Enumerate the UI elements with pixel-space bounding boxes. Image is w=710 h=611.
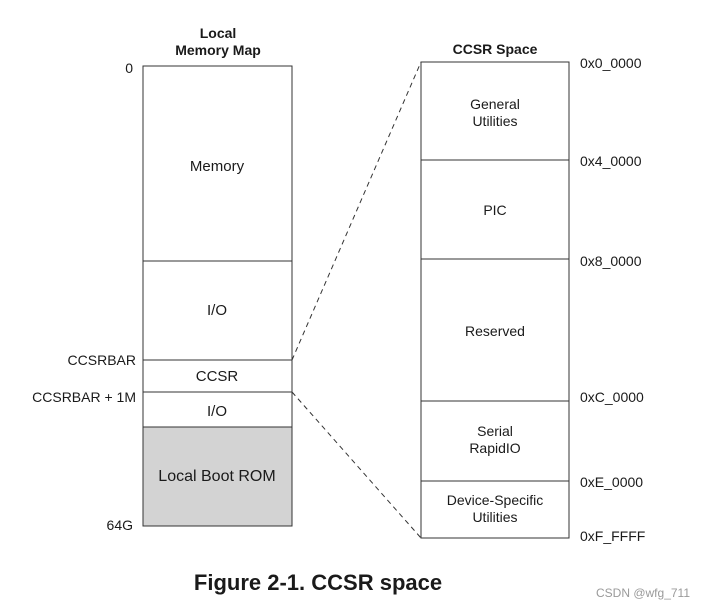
local-label-memory: Memory	[189, 158, 245, 175]
ccsr-label-device-utilities: Utilities	[472, 509, 518, 525]
local-block-io-upper	[142, 260, 293, 361]
ccsr-offset-0xc-0000: 0xC_0000	[580, 389, 644, 405]
ccsr-offset-0xe-0000: 0xE_0000	[580, 474, 644, 490]
ccsr-label-general: General	[470, 96, 520, 112]
local-block-boot-rom	[142, 426, 293, 527]
local-block-memory	[142, 65, 293, 262]
ccsr-label-rapidio: RapidIO	[469, 440, 521, 456]
ccsr-label-utilities: Utilities	[472, 113, 518, 129]
figure-caption: Figure 2-1. CCSR space	[193, 570, 443, 595]
ccsr-offset-0x4-0000: 0x4_0000	[580, 153, 642, 169]
ccsr-block-device-specific	[420, 480, 570, 539]
connector-bottom	[291, 391, 422, 539]
local-label-boot-rom: Local Boot ROM	[158, 468, 276, 485]
local-map-title-line2: Memory Map	[175, 42, 261, 58]
local-label-ccsr: CCSR	[195, 368, 239, 385]
local-label-io-lower: I/O	[206, 403, 228, 420]
ccsr-block-reserved	[420, 258, 570, 402]
local-addr-ccsrbar-1m: CCSRBAR + 1M	[32, 389, 136, 405]
ccsr-label-serial: Serial	[477, 423, 513, 439]
local-block-io-lower	[142, 391, 293, 428]
ccsr-offset-0xf-ffff: 0xF_FFFF	[580, 528, 646, 544]
ccsr-block-general-utilities	[420, 61, 570, 161]
local-addr-ccsrbar: CCSRBAR	[67, 352, 136, 368]
ccsr-offset-0x0-0000: 0x0_0000	[580, 55, 642, 71]
local-addr-0: 0	[125, 60, 133, 76]
local-block-ccsr	[142, 359, 293, 393]
connector-top	[291, 61, 422, 361]
ccsr-label-device-specific: Device-Specific	[446, 492, 544, 508]
local-label-io-upper: I/O	[206, 302, 228, 319]
local-addr-64g: 64G	[106, 517, 133, 533]
ccsr-label-reserved: Reserved	[465, 323, 525, 339]
local-map-title-line1: Local	[199, 25, 237, 41]
ccsr-label-pic: PIC	[483, 202, 507, 218]
ccsr-offset-0x8-0000: 0x8_0000	[580, 253, 642, 269]
watermark: CSDN @wfg_711	[596, 586, 690, 600]
ccsr-space-title: CCSR Space	[452, 41, 538, 57]
